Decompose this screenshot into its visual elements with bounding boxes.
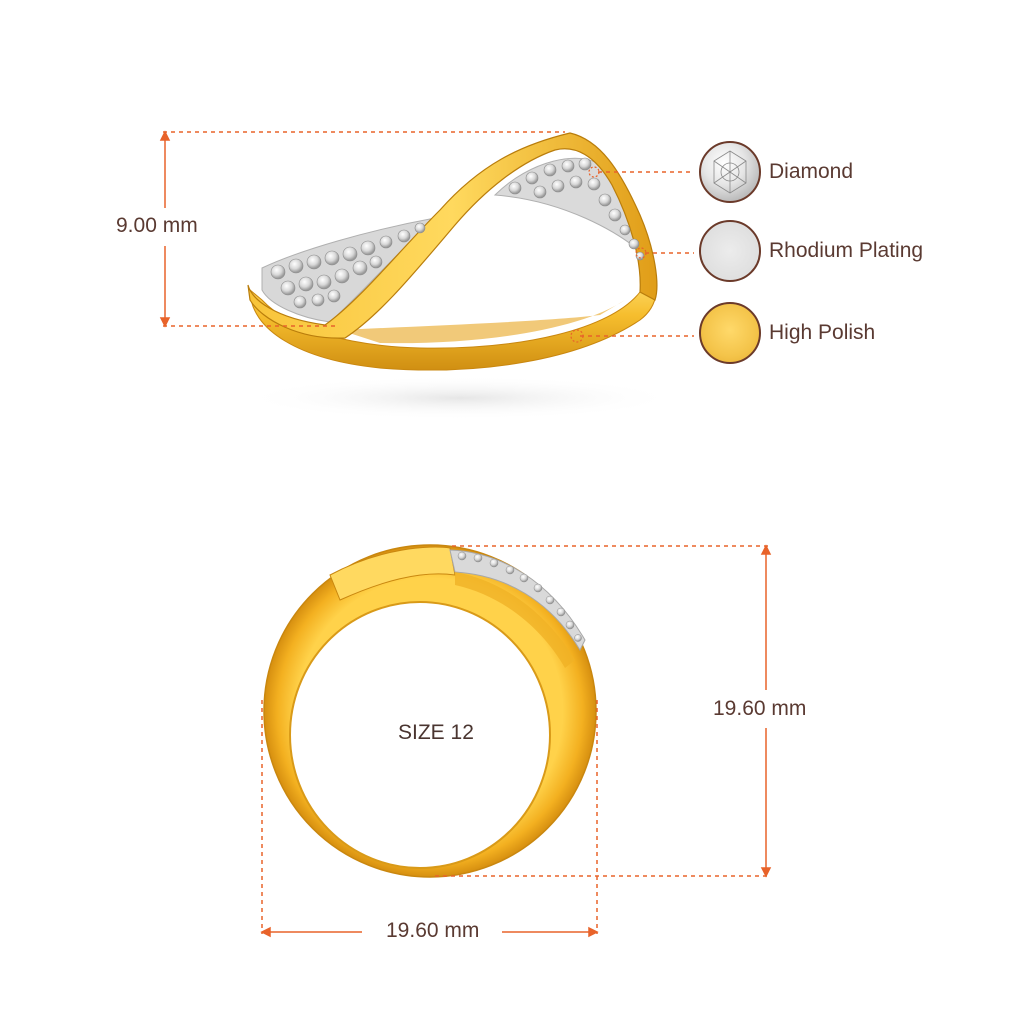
rhodium-swatch-icon bbox=[699, 220, 761, 282]
front-stones bbox=[457, 551, 582, 642]
width-dimension-front bbox=[260, 700, 599, 938]
ring-band-inner bbox=[340, 300, 625, 344]
diamond-swatch-icon bbox=[699, 141, 761, 203]
height-dimension-top bbox=[159, 130, 565, 328]
legend-label-high-polish: High Polish bbox=[769, 321, 876, 344]
legend-anchor-markers bbox=[570, 166, 647, 343]
arrow-left-icon bbox=[260, 926, 271, 938]
right-stones bbox=[508, 157, 645, 261]
size-label: SIZE 12 bbox=[398, 721, 474, 744]
height-dimension-front bbox=[435, 544, 772, 878]
ring-front-view bbox=[263, 544, 597, 878]
left-stones bbox=[270, 222, 426, 309]
arrow-right-icon bbox=[588, 926, 599, 938]
arrow-up-icon bbox=[159, 130, 171, 141]
legend-connectors bbox=[580, 171, 694, 337]
arrow-down-icon bbox=[760, 867, 772, 878]
width-label-front: 19.60 mm bbox=[386, 919, 480, 942]
height-label-top: 9.00 mm bbox=[116, 214, 198, 237]
ring-pave-band bbox=[449, 549, 586, 652]
ring-wave bbox=[247, 132, 658, 339]
gold-swatch-icon bbox=[699, 302, 761, 364]
arrow-down-icon bbox=[159, 317, 171, 328]
arrow-up-icon bbox=[760, 544, 772, 555]
legend-label-rhodium: Rhodium Plating bbox=[769, 239, 924, 262]
ring-side-view bbox=[240, 132, 680, 420]
ring-inner-strip bbox=[455, 572, 575, 668]
height-label-front: 19.60 mm bbox=[713, 697, 807, 720]
ring-shadow bbox=[240, 376, 680, 420]
legend-label-diamond: Diamond bbox=[769, 160, 854, 183]
ring-hole bbox=[289, 601, 551, 869]
